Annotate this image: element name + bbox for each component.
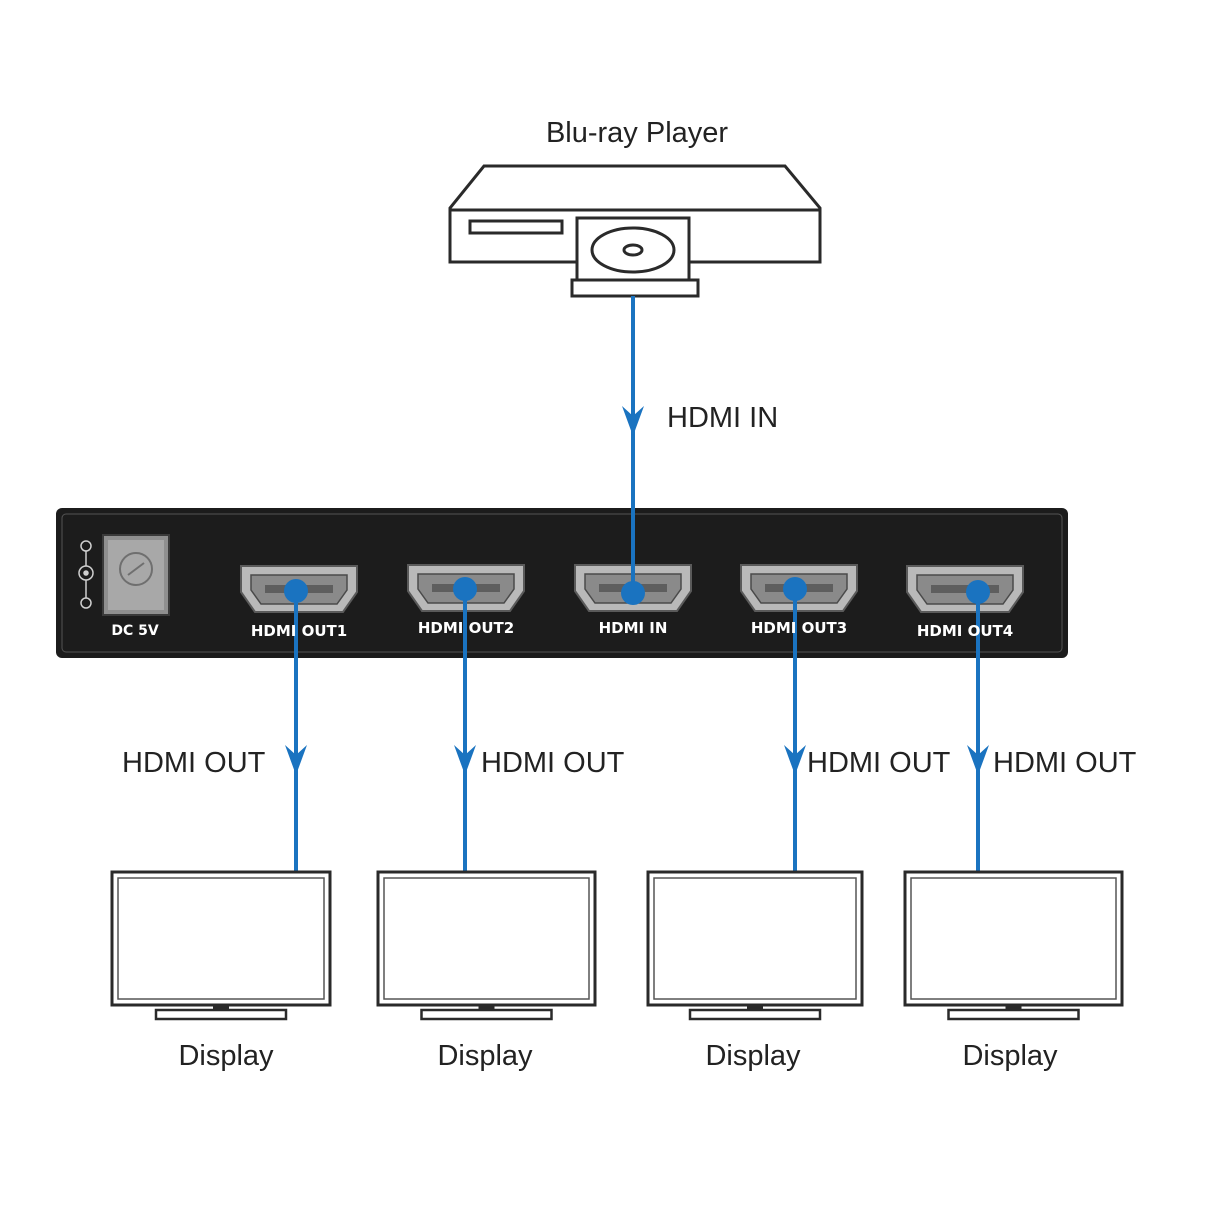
display-label-3: Display — [705, 1040, 801, 1072]
port-label-in: HDMI IN — [598, 619, 668, 637]
display-icon-2 — [376, 870, 597, 1021]
dc-power-label: DC 5V — [111, 623, 159, 639]
port-label-out3: HDMI OUT3 — [750, 619, 848, 637]
hdmi-out-cable-2 — [453, 577, 477, 872]
dc-power-jack — [102, 534, 170, 616]
port-label-out4: HDMI OUT4 — [916, 622, 1014, 640]
port-label-out2: HDMI OUT2 — [417, 619, 515, 637]
hdmi-in-cable-label: HDMI IN — [667, 402, 779, 434]
hdmi-out-cable-label-4: HDMI OUT — [993, 747, 1137, 779]
hdmi-out-cable-3 — [783, 577, 807, 872]
display-icon-4 — [903, 870, 1124, 1021]
source-label: Blu-ray Player — [545, 117, 729, 149]
display-label-4: Display — [962, 1040, 1058, 1072]
hdmi-out-cable-4 — [966, 580, 990, 872]
display-label-2: Display — [437, 1040, 533, 1072]
polarity-icon — [78, 540, 94, 609]
hdmi-in-cable — [621, 296, 645, 605]
port-label-out1: HDMI OUT1 — [250, 622, 348, 640]
hdmi-out-cable-1 — [284, 579, 308, 872]
hdmi-out-cable-label-1: HDMI OUT — [122, 747, 266, 779]
bluray-player-icon — [448, 164, 822, 298]
hdmi-port-out4 — [906, 565, 1024, 613]
hdmi-splitter-device — [56, 508, 1068, 658]
hdmi-out-cable-label-2: HDMI OUT — [481, 747, 625, 779]
display-icon-3 — [646, 870, 864, 1021]
hdmi-out-cable-label-3: HDMI OUT — [807, 747, 951, 779]
display-label-1: Display — [178, 1040, 274, 1072]
display-icon-1 — [110, 870, 332, 1021]
